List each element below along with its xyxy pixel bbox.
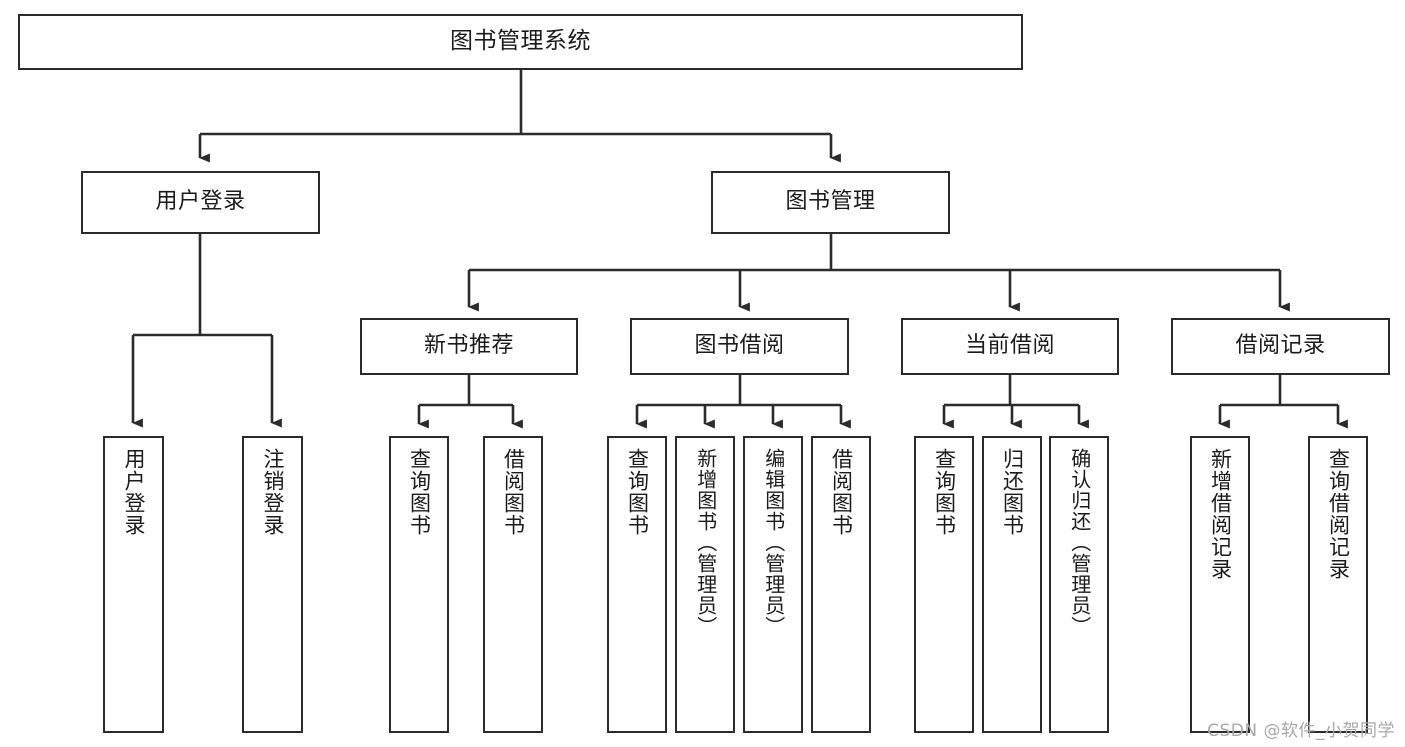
node-leaf-book-borrow-1[interactable]: 查询图书 [607,436,667,733]
node-leaf-book-borrow-2[interactable]: 新增图书（管理员） [675,436,735,733]
node-leaf-current-borrow-3[interactable]: 确认归还（管理员） [1049,436,1109,733]
node-leaf-user-login-2-label: 注销登录 [260,448,285,536]
node-leaf-new-book-2-label: 借阅图书 [501,448,526,536]
node-current-borrow[interactable]: 当前借阅 [901,318,1119,375]
node-book-manage-label: 图书管理 [785,189,876,215]
node-borrow-record-label: 借阅记录 [1235,333,1326,359]
node-leaf-borrow-record-2[interactable]: 查询借阅记录 [1308,436,1368,733]
node-leaf-book-borrow-4-label: 借阅图书 [829,448,854,536]
node-leaf-current-borrow-1-label: 查询图书 [932,448,957,536]
node-leaf-current-borrow-1[interactable]: 查询图书 [914,436,974,733]
node-leaf-new-book-1[interactable]: 查询图书 [389,436,449,733]
node-leaf-borrow-record-1-label: 新增借阅记录 [1208,448,1233,580]
node-book-manage[interactable]: 图书管理 [711,171,950,234]
node-leaf-user-login-1[interactable]: 用户登录 [103,436,164,733]
node-leaf-borrow-record-2-label: 查询借阅记录 [1326,448,1351,580]
node-user-login[interactable]: 用户登录 [81,171,320,234]
node-leaf-book-borrow-1-label: 查询图书 [625,448,650,536]
node-borrow-record[interactable]: 借阅记录 [1171,318,1390,375]
node-user-login-label: 用户登录 [155,189,246,215]
node-current-borrow-label: 当前借阅 [964,333,1055,359]
node-leaf-book-borrow-4[interactable]: 借阅图书 [811,436,871,733]
node-leaf-book-borrow-3[interactable]: 编辑图书（管理员） [743,436,803,733]
node-new-book-recommend-label: 新书推荐 [423,333,514,359]
node-leaf-borrow-record-1[interactable]: 新增借阅记录 [1190,436,1250,733]
node-leaf-current-borrow-2-label: 归还图书 [1000,448,1025,536]
watermark-text: CSDN @软件_小贺同学 [1207,721,1395,741]
node-leaf-new-book-2[interactable]: 借阅图书 [483,436,543,733]
node-root-label: 图书管理系统 [450,28,591,55]
node-leaf-current-borrow-3-label: 确认归还（管理员） [1067,448,1092,637]
node-leaf-new-book-1-label: 查询图书 [407,448,432,536]
node-leaf-book-borrow-2-label: 新增图书（管理员） [693,448,718,637]
node-new-book-recommend[interactable]: 新书推荐 [360,318,578,375]
node-leaf-current-borrow-2[interactable]: 归还图书 [982,436,1042,733]
node-book-borrow[interactable]: 图书借阅 [630,318,849,375]
node-root[interactable]: 图书管理系统 [18,14,1023,70]
node-leaf-user-login-1-label: 用户登录 [121,448,146,536]
node-leaf-user-login-2[interactable]: 注销登录 [242,436,303,733]
node-leaf-book-borrow-3-label: 编辑图书（管理员） [761,448,786,637]
node-book-borrow-label: 图书借阅 [694,333,785,359]
